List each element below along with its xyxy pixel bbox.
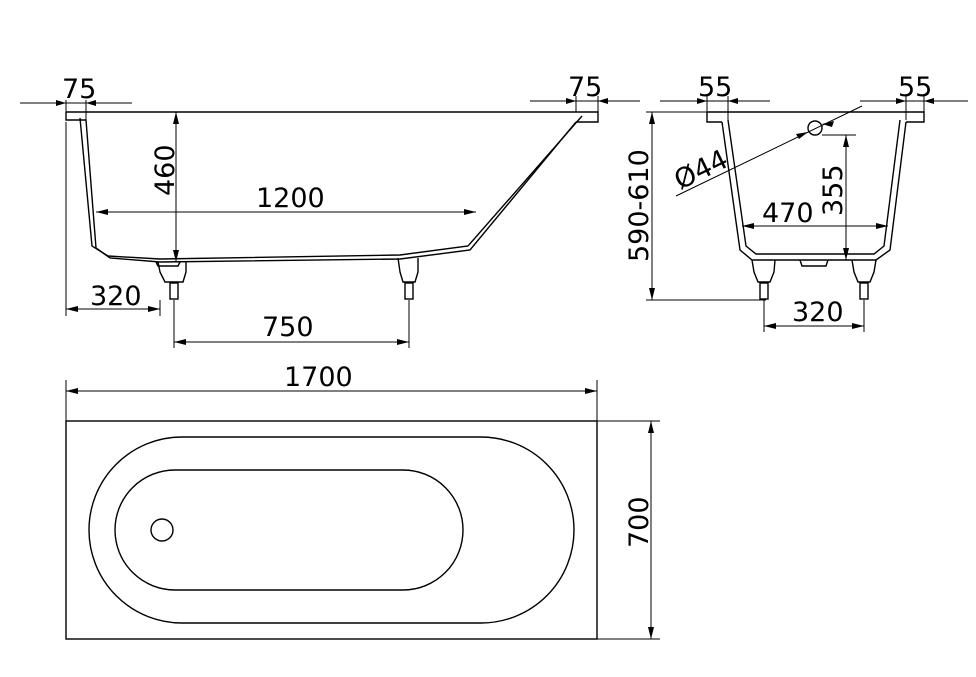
dim-end-rim-right-label: 55 bbox=[898, 72, 932, 103]
end-view-overflow-hole bbox=[807, 120, 823, 136]
side-view-body-inner bbox=[79, 115, 583, 260]
dim-side-rim-left: 75 bbox=[20, 74, 132, 120]
end-view-body-inner bbox=[727, 119, 901, 255]
plan-view: 1700 700 bbox=[65, 362, 660, 640]
dim-end-bottom-width: 470 bbox=[742, 198, 888, 229]
dim-side-bottom-length-label: 1200 bbox=[256, 183, 325, 214]
end-view-body-outer bbox=[721, 121, 907, 261]
dim-side-rim-right: 75 bbox=[530, 72, 640, 112]
dim-plan-length: 1700 bbox=[65, 362, 598, 421]
plan-view-outline bbox=[65, 420, 598, 640]
dim-end-height-label: 590-610 bbox=[624, 149, 655, 262]
dim-side-leg-offset-label: 320 bbox=[90, 281, 142, 312]
dim-end-rim-left-label: 55 bbox=[698, 72, 732, 103]
dim-plan-width: 700 bbox=[597, 420, 660, 640]
side-view-body-outer bbox=[65, 112, 577, 263]
dim-end-rim-right: 55 bbox=[860, 72, 968, 120]
dim-end-leg-offset-label: 320 bbox=[792, 297, 844, 328]
dim-end-overflow-height-label: 355 bbox=[818, 164, 849, 216]
plan-view-rim-inner bbox=[88, 436, 575, 624]
plan-view-drain bbox=[150, 518, 174, 542]
dim-side-leg-span: 750 bbox=[173, 300, 410, 348]
end-view-leg-left bbox=[751, 259, 776, 300]
dim-end-height: 590-610 bbox=[624, 111, 766, 301]
dim-side-rim-left-label: 75 bbox=[62, 74, 96, 105]
dim-end-rim-left: 55 bbox=[660, 72, 770, 120]
end-view-drain bbox=[799, 259, 829, 267]
dim-side-depth-label: 460 bbox=[150, 144, 181, 196]
dim-end-leg-offset: 320 bbox=[763, 297, 865, 332]
side-view: 75 75 460 1200 bbox=[20, 72, 640, 348]
dim-side-depth: 460 bbox=[150, 112, 181, 262]
side-view-leg-left bbox=[157, 261, 187, 300]
side-view-drain bbox=[155, 261, 181, 267]
dim-side-rim-right-label: 75 bbox=[568, 72, 602, 103]
dim-end-drain-diameter-label: Ø44 bbox=[669, 144, 733, 196]
dim-side-leg-offset: 320 bbox=[65, 122, 161, 316]
side-view-rim bbox=[66, 111, 599, 123]
end-view-rim bbox=[706, 111, 925, 123]
dim-end-overflow-height: 355 bbox=[818, 134, 856, 260]
dim-plan-length-label: 1700 bbox=[284, 362, 353, 393]
plan-view-basin bbox=[114, 469, 464, 591]
dim-side-leg-span-label: 750 bbox=[262, 312, 314, 343]
end-view-leg-right bbox=[851, 259, 877, 300]
dim-end-bottom-width-label: 470 bbox=[762, 198, 814, 229]
end-view: 55 55 590-610 Ø44 bbox=[624, 72, 968, 332]
dim-side-bottom-length: 1200 bbox=[96, 183, 476, 215]
dim-plan-width-label: 700 bbox=[624, 496, 655, 548]
side-view-leg-right bbox=[397, 257, 419, 300]
